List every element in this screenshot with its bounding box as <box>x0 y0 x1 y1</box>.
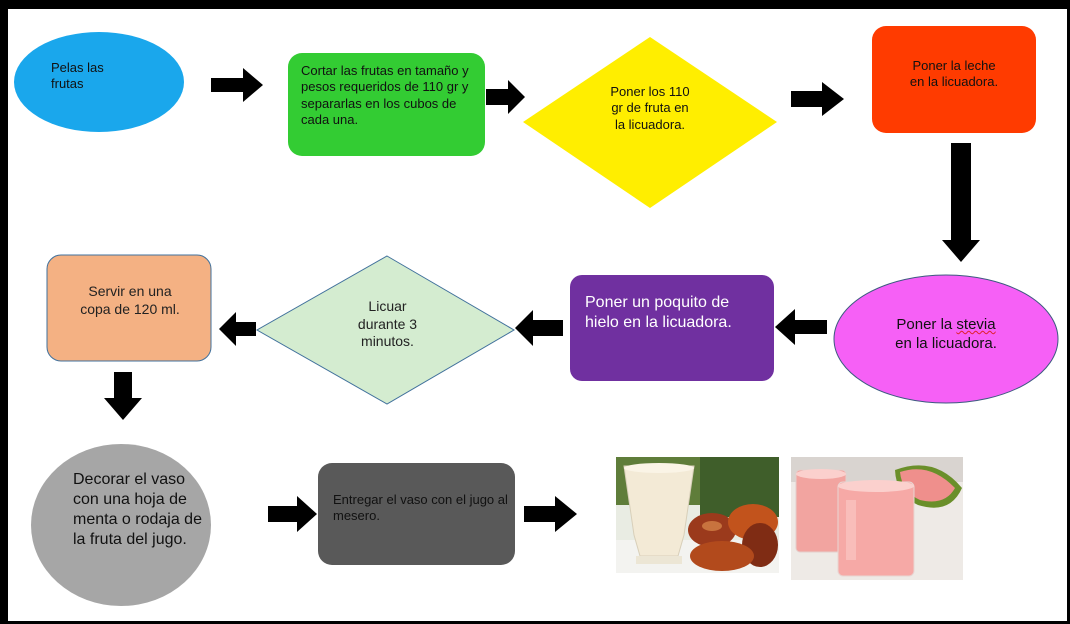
step-5-label-stevia: stevia <box>956 316 996 333</box>
step-5-label-part-2: en la licuadora. <box>895 334 997 352</box>
step-10-label: Entregar el vaso con el jugo al mesero. <box>333 492 508 524</box>
step-10-box <box>318 463 515 565</box>
arrow-7-to-8 <box>219 312 256 346</box>
arrow-9-to-10 <box>268 496 317 532</box>
step-5-ellipse <box>833 274 1059 404</box>
step-9-label: Decorar el vaso con una hoja de menta o … <box>73 471 202 548</box>
step-6-box <box>570 275 774 381</box>
step-8-box <box>46 254 212 362</box>
arrow-6-to-7 <box>515 310 563 346</box>
step-4-label: Poner la leche en la licuadora. <box>909 58 999 90</box>
step-7-label: Licuar durante 3 minutos. <box>357 298 418 349</box>
step-6-label: Poner un poquito de hielo en la licuador… <box>585 294 732 331</box>
arrow-2-to-3 <box>486 80 525 114</box>
step-4-box <box>872 26 1036 133</box>
step-3-label: Poner los 110 gr de fruta en la licuador… <box>610 84 690 132</box>
step-8-label: Servir en una copa de 120 ml. <box>80 283 180 317</box>
step-3-diamond <box>523 37 777 208</box>
arrow-4-to-5 <box>942 143 980 262</box>
step-1-label: Pelas las frutas <box>51 60 104 92</box>
arrow-8-to-9 <box>104 372 142 420</box>
step-2-box <box>288 53 485 156</box>
arrow-10-to-photos <box>524 496 577 532</box>
step-7-diamond <box>255 255 515 405</box>
pink-juice-photo <box>791 457 963 580</box>
step-5-label: Poner la stevia en la licuadora. <box>856 316 1036 354</box>
arrow-5-to-6 <box>775 309 827 345</box>
step-2-label: Cortar las frutas en tamaño y pesos requ… <box>301 63 469 127</box>
arrow-3-to-4 <box>791 82 844 116</box>
step-1-ellipse <box>14 32 184 132</box>
milkshake-photo <box>616 457 779 573</box>
step-5-label-part-1: Poner la <box>896 316 957 333</box>
step-9-ellipse <box>31 444 211 606</box>
arrow-1-to-2 <box>211 68 263 102</box>
